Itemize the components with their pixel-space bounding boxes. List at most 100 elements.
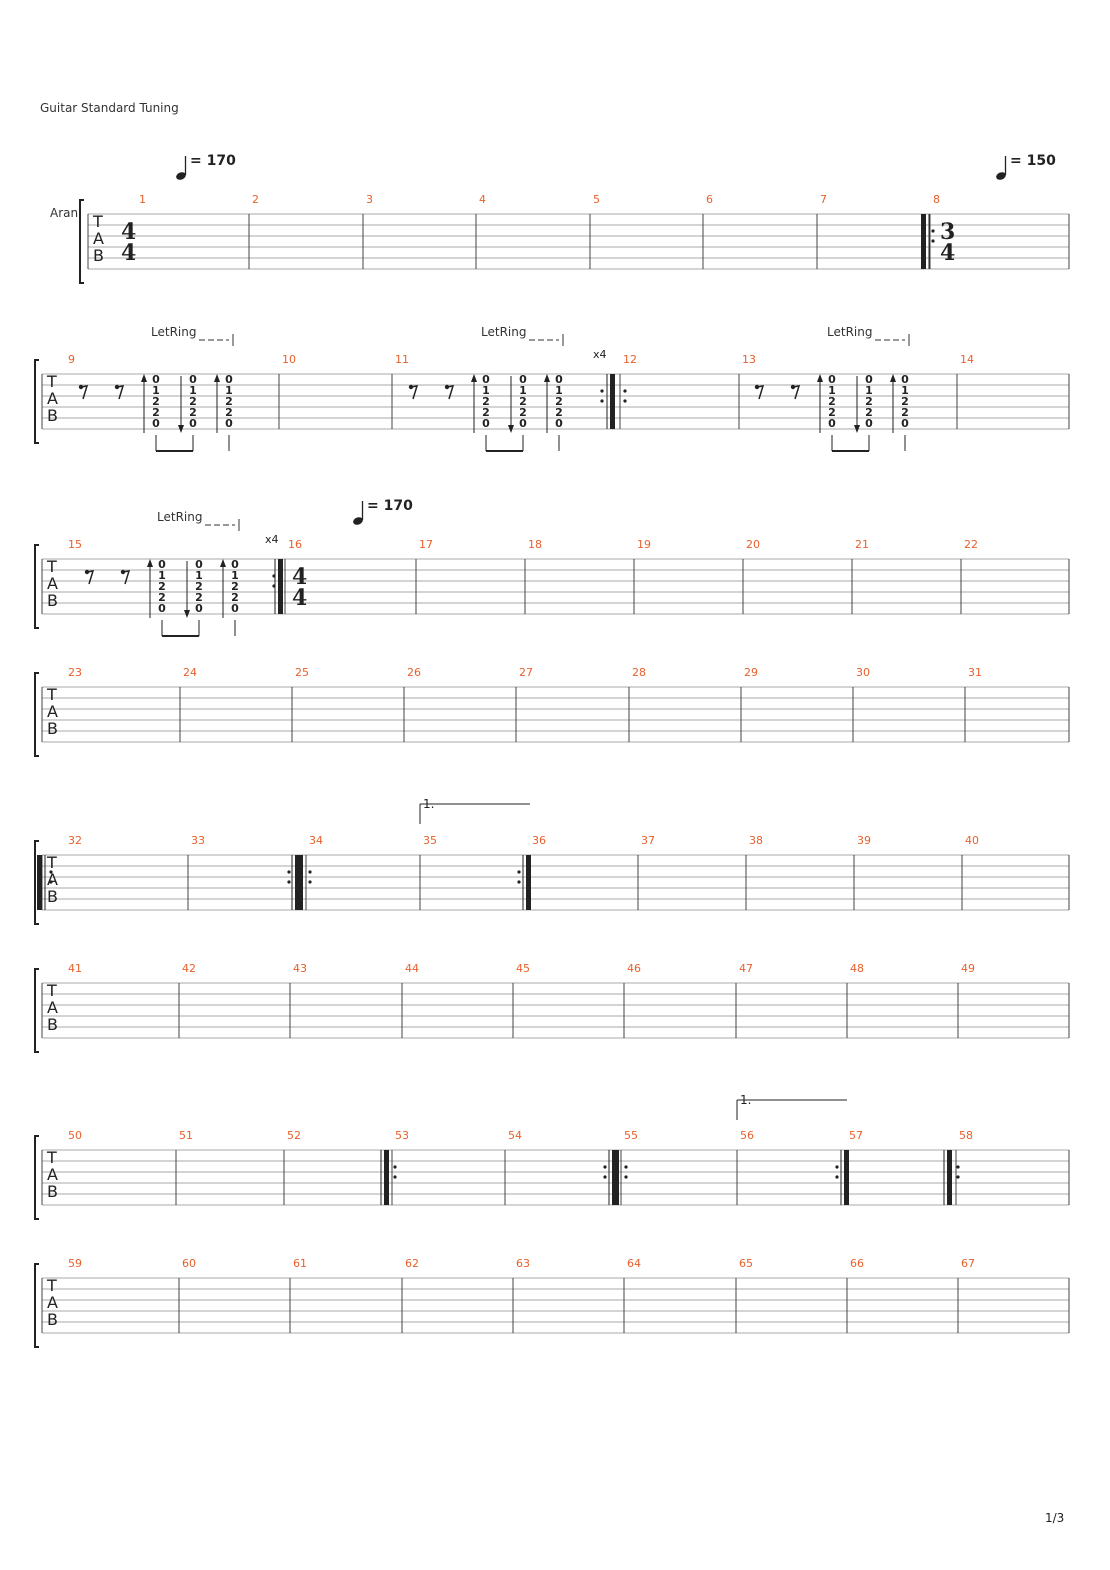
page-number: 1/3 [1045, 1511, 1065, 1525]
tempo-mark: = 170 [176, 153, 236, 180]
measure-number: 36 [532, 834, 546, 847]
time-sig-denominator: 4 [292, 585, 307, 611]
fret-number: 2 [158, 591, 166, 604]
fret-number: 1 [828, 384, 836, 397]
repeat-dot [287, 870, 291, 874]
measure-number: 40 [965, 834, 979, 847]
fret-number: 1 [195, 569, 203, 582]
tab-clef-letter: B [93, 246, 104, 265]
eighth-rest [754, 384, 765, 400]
tab-clef-letter: A [93, 229, 104, 248]
fret-number: 1 [158, 569, 166, 582]
fret-number: 0 [195, 602, 203, 615]
let-ring-label: LetRing [151, 325, 196, 339]
fret-number: 0 [901, 373, 909, 386]
repeat-dot [287, 880, 291, 884]
eighth-rest [444, 384, 455, 400]
fret-number: 2 [482, 406, 490, 419]
volta-text: 1. [740, 1093, 751, 1107]
repeat-count: x4 [593, 348, 607, 361]
rest-flag [756, 385, 765, 400]
fret-number: 1 [519, 384, 527, 397]
eighth-rest [120, 569, 131, 585]
measure-number: 43 [293, 962, 307, 975]
system-bracket [34, 359, 39, 444]
volta-bracket: 1. [419, 797, 530, 824]
fret-number: 2 [519, 395, 527, 408]
measure-number: 32 [68, 834, 82, 847]
fret-number: 2 [195, 591, 203, 604]
tab-clef-letter: T [46, 981, 57, 1000]
tab-clef-letter: T [46, 853, 57, 872]
arrow-down-icon [178, 425, 184, 433]
tab-clef-letter: A [47, 1293, 58, 1312]
fret-number: 2 [158, 580, 166, 593]
measure-number: 63 [516, 1257, 530, 1270]
fret-number: 2 [555, 395, 563, 408]
repeat-dot [603, 1165, 607, 1169]
fret-number: 0 [519, 373, 527, 386]
fret-number: 0 [189, 373, 197, 386]
measure-number: 35 [423, 834, 437, 847]
fret-number: 1 [189, 384, 197, 397]
fret-number: 2 [225, 395, 233, 408]
fret-number: 0 [555, 373, 563, 386]
arrow-down-icon [854, 425, 860, 433]
measure-number: 41 [68, 962, 82, 975]
fret-number: 0 [231, 558, 239, 571]
tab-clef-letter: B [47, 887, 58, 906]
fret-number: 0 [152, 373, 160, 386]
fret-number: 2 [225, 406, 233, 419]
arrow-up-icon [214, 374, 220, 382]
arrow-up-icon [220, 559, 226, 567]
measure-number: 10 [282, 353, 296, 366]
arrow-up-icon [147, 559, 153, 567]
measure-number: 8 [933, 193, 940, 206]
fret-number: 2 [189, 395, 197, 408]
time-sig-denominator: 4 [940, 240, 955, 266]
fret-number: 1 [482, 384, 490, 397]
fret-number: 0 [231, 602, 239, 615]
measure-number: 31 [968, 666, 982, 679]
repeat-dot [308, 870, 312, 874]
measure-number: 37 [641, 834, 655, 847]
measure-number: 3 [366, 193, 373, 206]
fret-number: 2 [231, 580, 239, 593]
tempo-text: = 170 [190, 153, 236, 169]
fret-number: 0 [152, 417, 160, 430]
measure-number: 26 [407, 666, 421, 679]
measure-number: 7 [820, 193, 827, 206]
measure-number: 47 [739, 962, 753, 975]
measure-number: 1 [139, 193, 146, 206]
rest-flag [86, 570, 95, 585]
measure-number: 28 [632, 666, 646, 679]
arrow-up-icon [817, 374, 823, 382]
measure-number: 13 [742, 353, 756, 366]
tab-clef-letter: T [46, 685, 57, 704]
measure-number: 34 [309, 834, 323, 847]
time-sig-numerator: 3 [940, 219, 955, 245]
tab-clef-letter: A [47, 998, 58, 1017]
fret-number: 1 [555, 384, 563, 397]
measure-number: 30 [856, 666, 870, 679]
volta-text: 1. [423, 797, 434, 811]
measure-number: 29 [744, 666, 758, 679]
measure-number: 9 [68, 353, 75, 366]
fret-number: 0 [865, 373, 873, 386]
repeat-dot [623, 389, 627, 393]
measure-number: 4 [479, 193, 486, 206]
fret-number: 1 [865, 384, 873, 397]
double-barline [614, 1150, 619, 1205]
fret-number: 0 [189, 417, 197, 430]
